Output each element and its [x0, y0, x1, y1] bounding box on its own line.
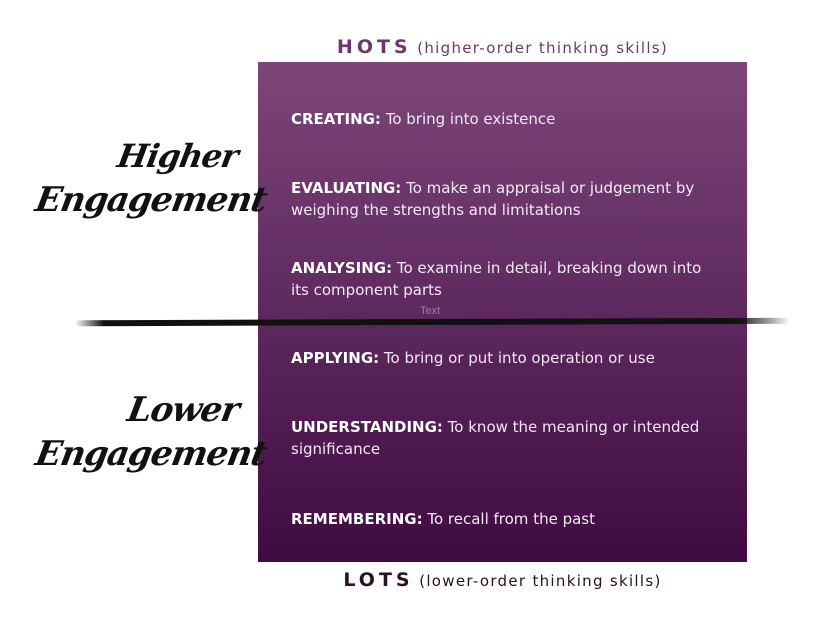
lower-label: Lower	[124, 390, 242, 430]
engagement-label-top: Engagement	[32, 180, 270, 220]
hots-title: HOTS (higher-order thinking skills)	[258, 36, 747, 58]
level-desc: To know the meaning or intended signific…	[291, 418, 700, 458]
divider-placeholder-text: Text	[420, 305, 441, 317]
level-label: APPLYING:	[291, 349, 380, 367]
level-label: CREATING:	[291, 110, 381, 128]
higher-label: Higher	[114, 137, 241, 175]
level-label: EVALUATING:	[291, 179, 402, 197]
lots-title: LOTS (lower-order thinking skills)	[258, 569, 747, 591]
level-applying: APPLYING: To bring or put into operation…	[291, 347, 711, 369]
level-remembering: REMEMBERING: To recall from the past	[291, 508, 711, 530]
level-desc: To make an appraisal or judgement by wei…	[291, 179, 695, 219]
level-label: UNDERSTANDING:	[291, 418, 443, 436]
level-evaluating: EVALUATING: To make an appraisal or judg…	[291, 177, 711, 221]
level-desc: To bring into existence	[380, 110, 556, 128]
engagement-label-bottom: Engagement	[32, 434, 270, 474]
level-creating: CREATING: To bring into existence	[291, 108, 711, 130]
level-analysing: ANALYSING: To examine in detail, breakin…	[291, 257, 711, 301]
level-label: REMEMBERING:	[291, 510, 423, 528]
level-desc: To examine in detail, breaking down into…	[291, 259, 702, 299]
level-understanding: UNDERSTANDING: To know the meaning or in…	[291, 416, 711, 460]
hots-abbr: HOTS	[336, 36, 412, 58]
level-desc: To recall from the past	[422, 510, 595, 528]
lots-full: (lower-order thinking skills)	[419, 572, 662, 590]
level-desc: To bring or put into operation or use	[379, 349, 655, 367]
hots-full: (higher-order thinking skills)	[417, 39, 669, 57]
lots-abbr: LOTS	[343, 569, 414, 591]
level-label: ANALYSING:	[291, 259, 393, 277]
taxonomy-box	[258, 62, 747, 562]
